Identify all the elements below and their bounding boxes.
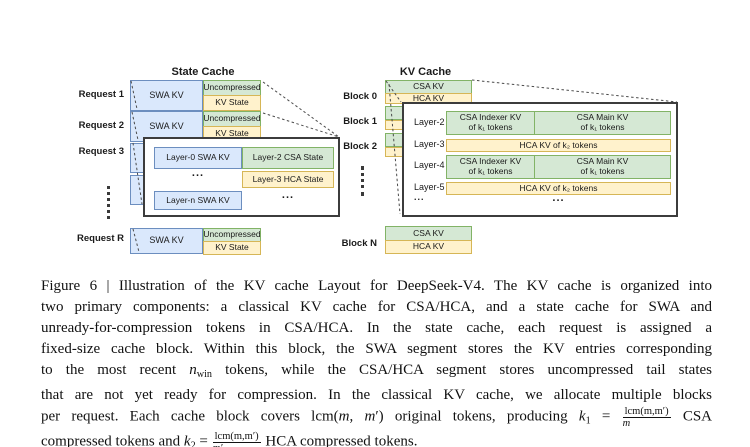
caption-line: that are not yet ready for compression. …: [41, 385, 712, 406]
caption-segment: k: [578, 408, 586, 425]
caption-segment: fixed-size cache block. Within this bloc…: [41, 341, 712, 357]
blocks-ellipsis: [361, 166, 364, 196]
block-0-csa-kv-box: CSA KV: [385, 80, 472, 94]
caption-segment: m: [364, 408, 376, 425]
request-1-swa-kv-box: SWA KV: [130, 80, 203, 111]
layer4-csa-main-kv-box: CSA Main KV of k₁ tokens: [534, 155, 671, 179]
csa-main-kv-line1: CSA Main KV: [576, 156, 629, 167]
caption-segment: win: [196, 369, 213, 381]
layer5-hca-kv-box: HCA KV of k₂ tokens: [446, 182, 671, 195]
csa-main-kv-line1: CSA Main KV: [576, 112, 629, 123]
caption-segment: 1: [585, 415, 591, 427]
csa-indexer-kv-line2: of k₁ tokens: [468, 122, 513, 132]
caption-line: compressed tokens and k2 = lcm(m,m′)m′ H…: [41, 431, 712, 447]
caption-segment: unready-for-compression tokens in CSA/HC…: [41, 320, 712, 336]
kv-cache-title: KV Cache: [399, 66, 452, 78]
layer3-hca-kv-box: HCA KV of k₂ tokens: [446, 139, 671, 152]
requests-ellipsis: [107, 186, 110, 219]
figure-caption: Figure 6 | Illustration of the KV cache …: [41, 276, 712, 447]
caption-fraction: lcm(m,m′)m: [622, 406, 671, 430]
caption-segment: CSA: [671, 408, 712, 425]
request-r-swa-kv-box: SWA KV: [130, 228, 203, 254]
request-1-kv-state-box: KV State: [203, 95, 261, 111]
caption-segment: to the most recent: [41, 362, 190, 378]
caption-segment: =: [590, 408, 622, 425]
request-2-uncompressed-box: Uncompressed: [203, 111, 261, 127]
block-2-label: Block 2: [343, 141, 377, 152]
layer2-csa-state-box: Layer-2 CSA State: [242, 147, 334, 169]
caption-line: per request. Each cache block covers lcm…: [41, 406, 712, 431]
caption-segment: two primary components: a classical KV c…: [41, 299, 712, 315]
layer-4-label: Layer-4: [414, 160, 445, 170]
request-1-label: Request 1: [78, 89, 124, 100]
caption-segment: 2: [190, 440, 196, 447]
caption-segment: that are not yet ready for compression. …: [41, 387, 712, 404]
block-n-csa-kv-box: CSA KV: [385, 226, 472, 241]
left-overlay-ellipsis-1: ...: [191, 167, 205, 179]
caption-segment: n: [189, 362, 197, 378]
layer-3-label: Layer-3: [414, 139, 445, 149]
caption-segment: HCA compressed tokens.: [261, 433, 418, 447]
csa-indexer-kv-line1: CSA Indexer KV: [459, 156, 522, 167]
caption-line: unready-for-compression tokens in CSA/HC…: [41, 318, 712, 339]
callout-line-block0-right: [471, 79, 678, 103]
csa-indexer-kv-line2: of k₁ tokens: [468, 166, 513, 176]
caption-line: two primary components: a classical KV c…: [41, 297, 712, 318]
caption-line: Figure 6 | Illustration of the KV cache …: [41, 276, 712, 297]
layers-ellipsis-label: ...: [414, 192, 425, 202]
caption-segment: compressed tokens and: [41, 433, 184, 447]
caption-segment: =: [195, 433, 212, 447]
block-1-label: Block 1: [343, 116, 377, 127]
csa-main-kv-line2: of k₁ tokens: [580, 166, 625, 176]
state-cache-title: State Cache: [171, 66, 235, 78]
request-2-swa-kv-box: SWA KV: [130, 111, 203, 142]
left-overlay-ellipsis-2: ...: [281, 189, 295, 201]
caption-segment: per request. Each cache block covers lcm…: [41, 408, 339, 425]
layern-swa-kv-box: Layer-n SWA KV: [154, 191, 242, 210]
request-r-label: Request R: [77, 233, 124, 244]
caption-segment: Figure 6 | Illustration of the KV cache …: [41, 278, 712, 294]
caption-segment: tokens, while the CSA/HCA segment stores…: [212, 362, 712, 378]
caption-fraction: lcm(m,m′)m′: [212, 431, 261, 447]
block-n-hca-kv-box: HCA KV: [385, 240, 472, 254]
request-2-label: Request 2: [78, 120, 124, 131]
layer0-swa-kv-box: Layer-0 SWA KV: [154, 147, 242, 169]
layer-2-label: Layer-2: [414, 117, 445, 127]
layer-5-label: Layer-5: [414, 182, 445, 192]
kv-cache-zoom-overlay: Layer-2 Layer-3 Layer-4 Layer-5 ... CSA …: [402, 102, 678, 217]
layer2-csa-main-kv-box: CSA Main KV of k₁ tokens: [534, 111, 671, 135]
caption-line: to the most recent nwin tokens, while th…: [41, 360, 712, 385]
layer2-csa-indexer-kv-box: CSA Indexer KV of k₁ tokens: [446, 111, 535, 135]
caption-segment: ′) original tokens, producing: [375, 408, 579, 425]
caption-segment: m: [338, 408, 350, 425]
layer3-hca-state-box: Layer-3 HCA State: [242, 171, 334, 188]
csa-main-kv-line2: of k₁ tokens: [580, 122, 625, 132]
request-3-label: Request 3: [78, 146, 124, 157]
layer4-csa-indexer-kv-box: CSA Indexer KV of k₁ tokens: [446, 155, 535, 179]
caption-segment: k: [183, 433, 191, 447]
request-r-kv-state-box: KV State: [203, 241, 261, 255]
csa-indexer-kv-line1: CSA Indexer KV: [459, 112, 522, 123]
block-n-label: Block N: [341, 238, 377, 249]
request-r-uncompressed-box: Uncompressed: [203, 228, 261, 242]
right-overlay-ellipsis: ...: [552, 192, 565, 204]
block-0-label: Block 0: [343, 91, 377, 102]
caption-segment: ,: [349, 408, 365, 425]
state-cache-zoom-overlay: Layer-0 SWA KV Layer-2 CSA State Layer-3…: [143, 137, 340, 217]
caption-line: fixed-size cache block. Within this bloc…: [41, 339, 712, 360]
request-1-uncompressed-box: Uncompressed: [203, 80, 261, 96]
